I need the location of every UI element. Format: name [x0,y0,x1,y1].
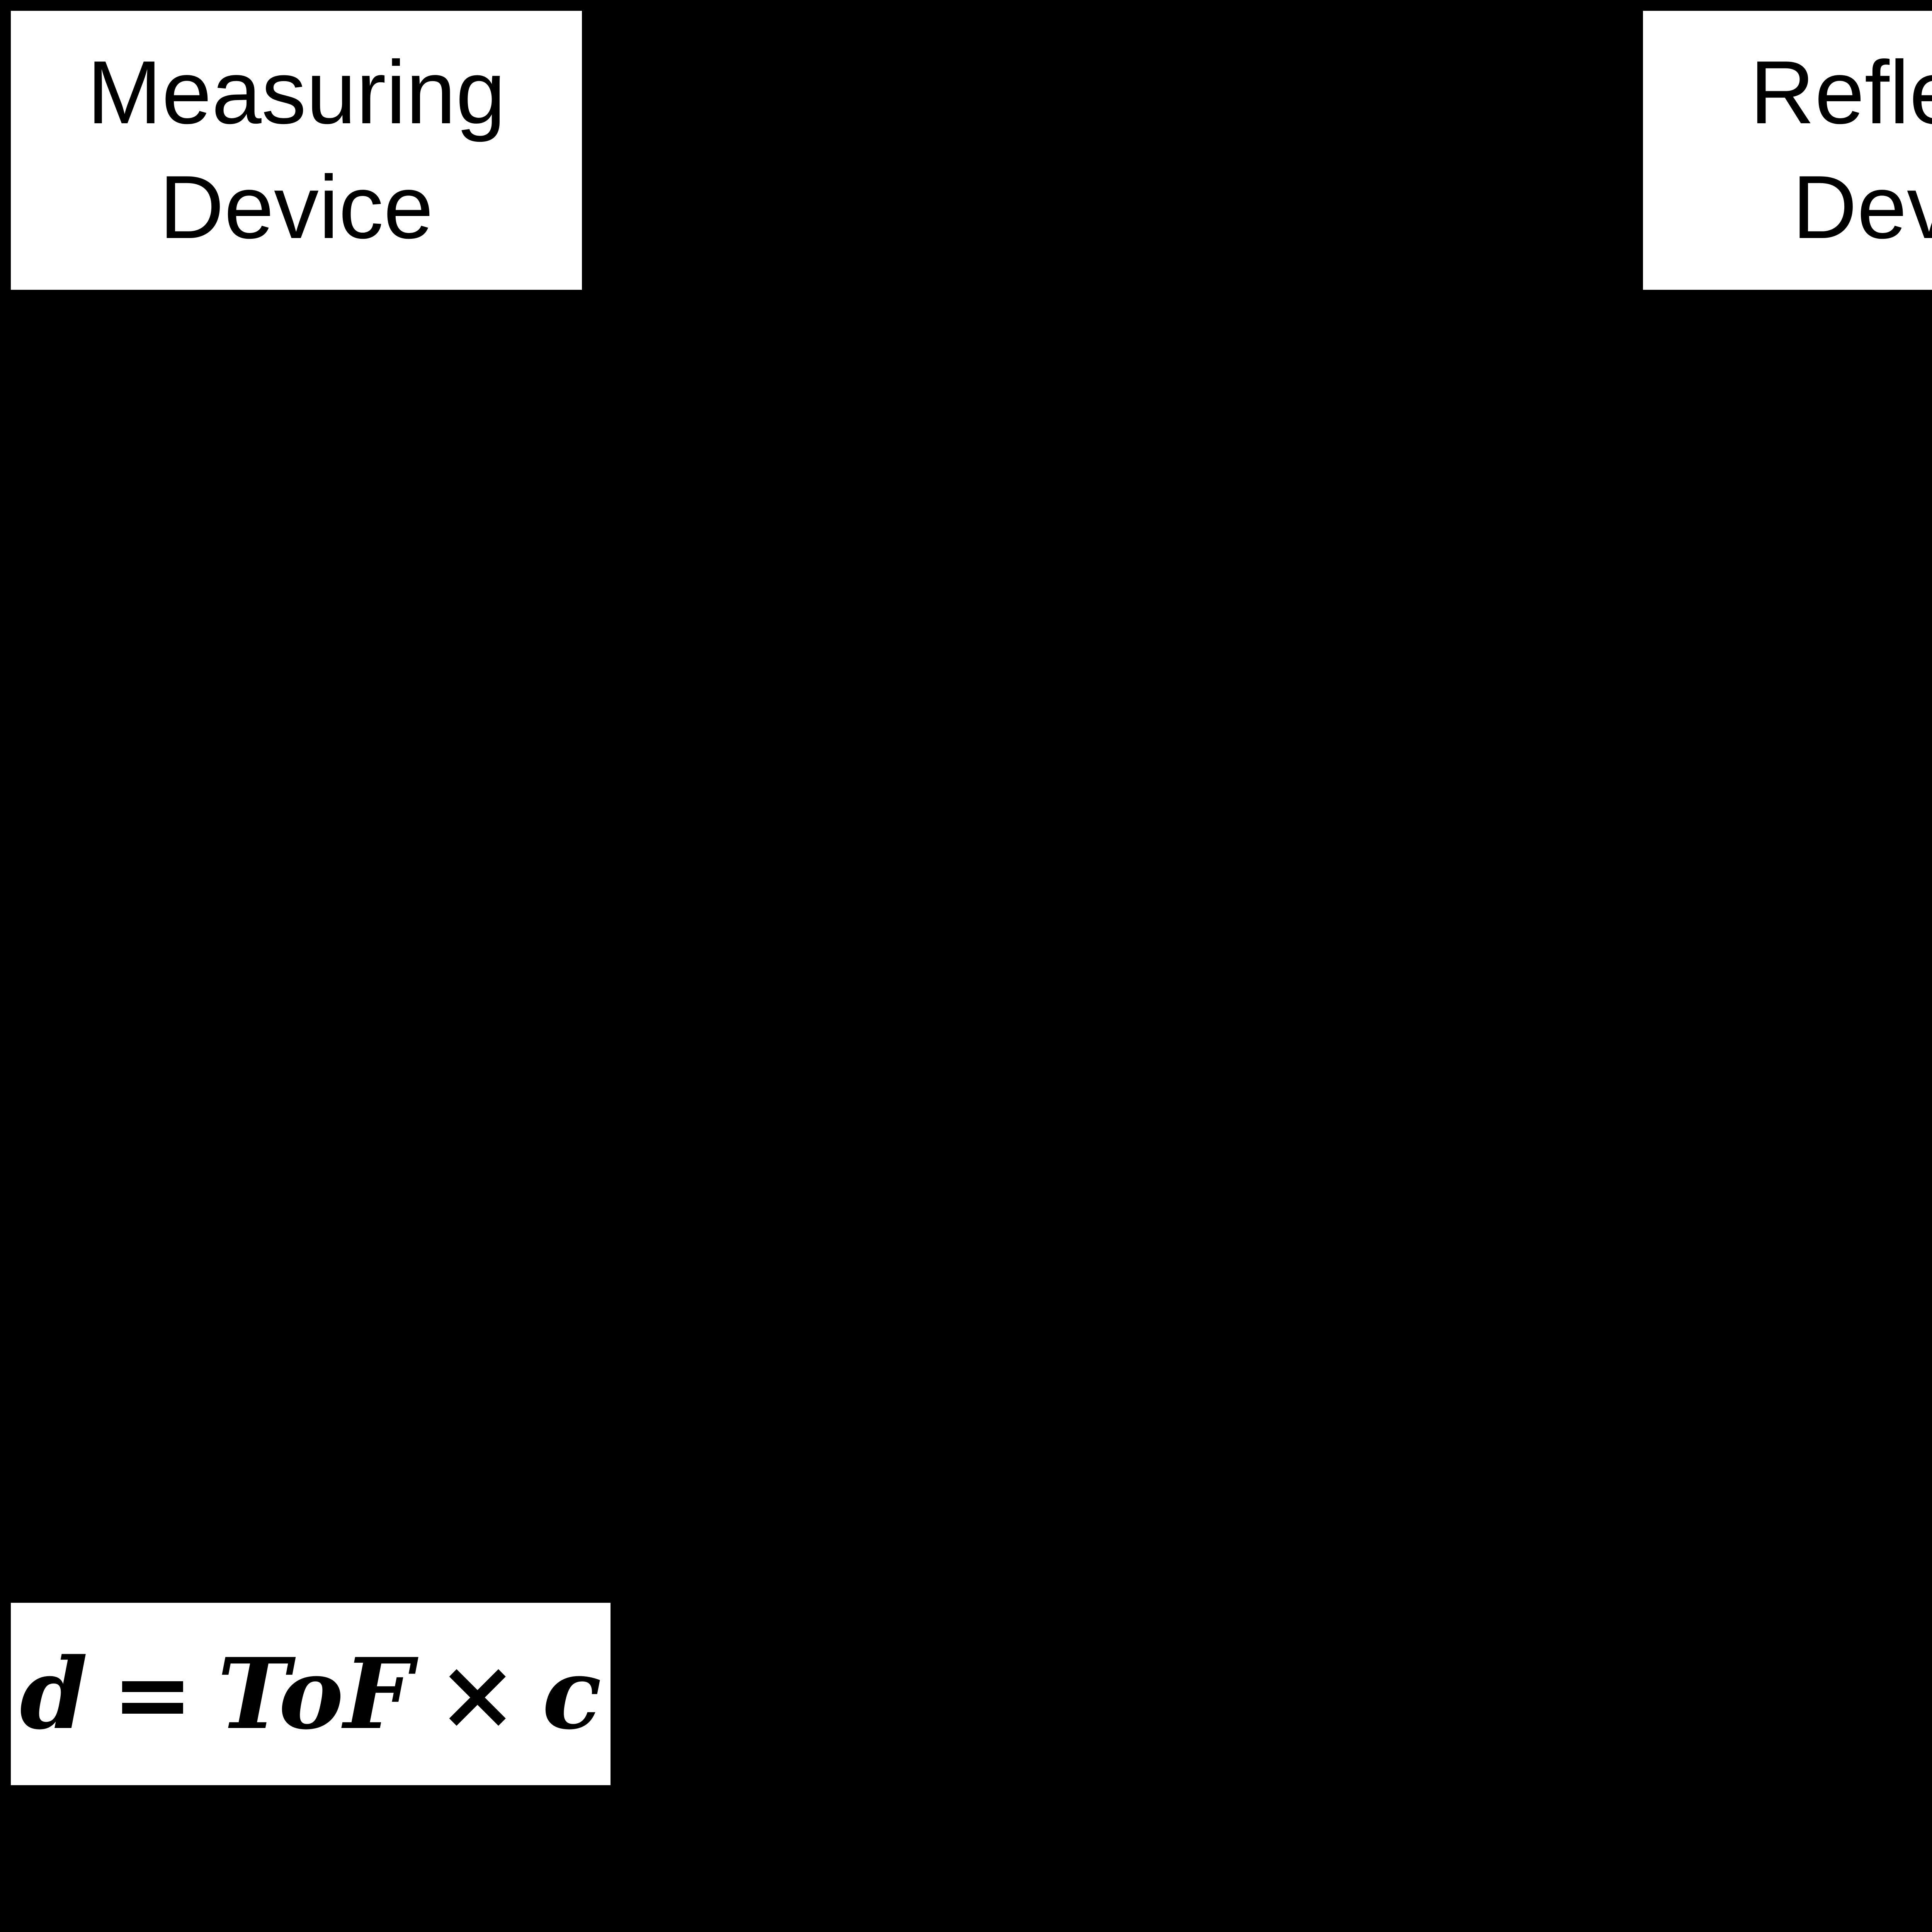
distance-formula-box: d = ToF × c [11,1603,611,1785]
reflector-device-label-line1: Reflector [1750,43,1932,143]
formula-variable-c: c [542,1637,602,1751]
formula-equals-sign: = [112,1637,194,1751]
reflector-device-box: Reflector Device [1643,11,1932,290]
reflector-device-label-line2: Device [1792,157,1932,257]
measuring-device-box: Measuring Device [11,11,582,290]
formula-variable-tof: ToF [217,1637,413,1751]
measuring-device-label-line2: Device [159,157,434,257]
formula-variable-d: d [20,1637,88,1751]
measuring-device-label-line1: Measuring [87,43,506,143]
formula-multiplication-sign: × [437,1637,519,1751]
